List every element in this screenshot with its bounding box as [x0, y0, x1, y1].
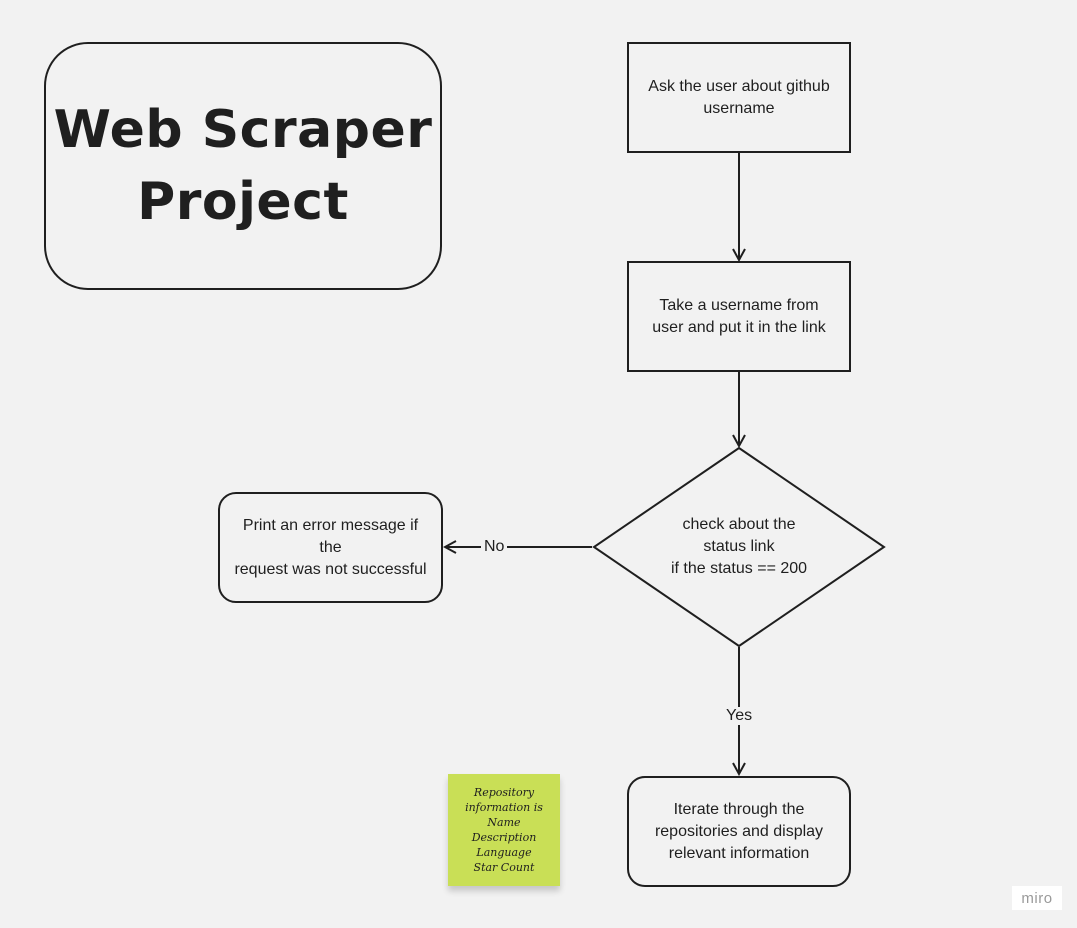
edge-label-yes: Yes: [723, 707, 756, 725]
miro-logo[interactable]: miro: [1012, 886, 1062, 910]
print-error-node[interactable]: Print an error message if the request wa…: [218, 492, 443, 603]
project-title-line-2: Project: [137, 172, 349, 232]
ask-username-label: Ask the user about github username: [648, 77, 830, 117]
sticky-note[interactable]: Repository information is Name Descripti…: [448, 774, 560, 886]
project-title-line-1: Web Scraper: [53, 100, 433, 160]
iterate-repos-node[interactable]: Iterate through the repositories and dis…: [627, 776, 851, 887]
print-error-label: Print an error message if the request wa…: [234, 516, 427, 578]
check-status-label: check about the status link if the statu…: [670, 516, 808, 577]
decision-diamond[interactable]: [592, 446, 886, 648]
project-title-card[interactable]: Web Scraper Project: [44, 42, 442, 290]
ask-username-node[interactable]: Ask the user about github username: [627, 42, 851, 153]
project-title: Web Scraper Project: [54, 94, 433, 238]
take-username-label: Take a username from user and put it in …: [652, 296, 826, 336]
take-username-node[interactable]: Take a username from user and put it in …: [627, 261, 851, 372]
iterate-repos-label: Iterate through the repositories and dis…: [654, 800, 824, 862]
edge-label-no: No: [481, 538, 508, 556]
